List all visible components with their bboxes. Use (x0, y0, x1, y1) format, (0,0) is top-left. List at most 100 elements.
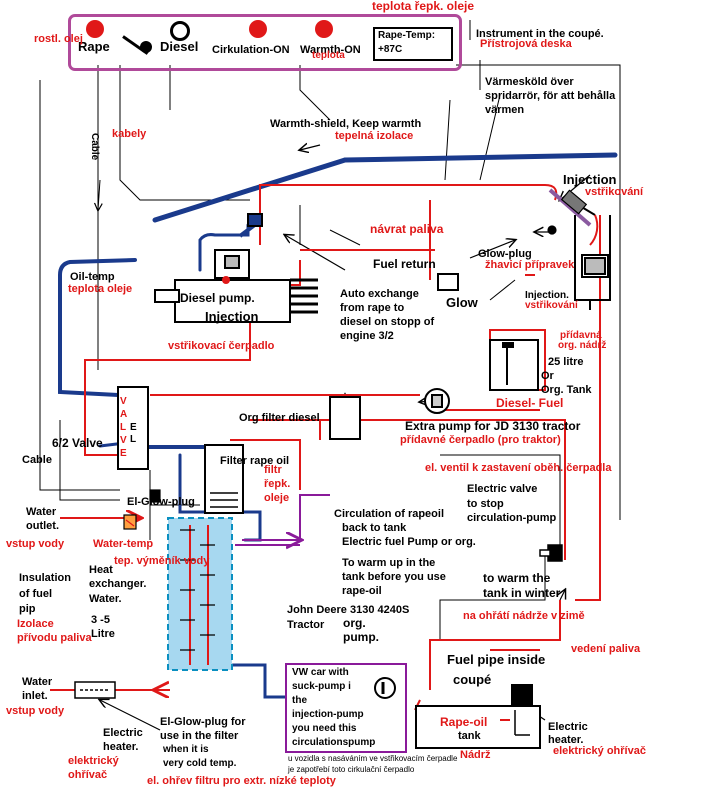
org-pump-line-2: pump. (343, 630, 379, 644)
filter-rape-label: Filter rape oil (220, 455, 290, 467)
valve-el-l: L (130, 434, 137, 445)
cable-left-label: Cable (22, 454, 52, 466)
pridavna-label-2: org. nádrž (558, 340, 607, 351)
feed-lines (58, 152, 618, 699)
varmeskold-line-1: Värmesköld över (485, 76, 574, 88)
extra-pump (424, 388, 450, 414)
el-glow-filter-line-2: use in the filter (160, 730, 239, 742)
water-outlet-line-1: Water (26, 506, 57, 518)
john-deere-line-1: John Deere 3130 4240S (287, 604, 410, 616)
switch-rape-label-cz: rostl. olej (34, 33, 83, 45)
varmeskold-line-2: spridarrör, för att behålla (485, 90, 616, 102)
valve-letter-l: L (120, 422, 127, 433)
el-glow-plug-label: El-Glow-plug (127, 496, 195, 508)
vw-line-1: VW car with (292, 667, 349, 678)
el-glow-filter-line-1: El-Glow-plug for (160, 716, 246, 728)
electric-valve-line-2: to stop (467, 498, 504, 510)
elektricky-line-1: elektrický (68, 755, 119, 767)
circulation-lamp-icon (249, 20, 267, 38)
izolace-line-2: přívodu paliva (17, 632, 92, 644)
oil-temp-label-cz2: teplota oleje (68, 283, 133, 295)
auto-exchange-line-3: diesel on stopp of (340, 316, 435, 328)
cable-lines (39, 20, 621, 640)
valve-letter-a: A (120, 409, 128, 420)
electric-heater-r-line-2: heater. (548, 734, 584, 746)
vstrikovaci-label: vstřikovací čerpadlo (168, 340, 275, 352)
warm-up-line-1: To warm up in the (342, 557, 436, 569)
switch-diesel-label: Diesel (160, 39, 199, 54)
water-outlet-line-2: outlet. (26, 520, 59, 532)
circulation-line-2: back to tank (342, 522, 407, 534)
el-ohrev-label: el. ohřev filtru pro extr. nízké teploty (147, 775, 336, 787)
heat-line-3: Water. (89, 593, 122, 605)
na-ohrati-label: na ohřátí nádrže v zimě (463, 610, 585, 622)
rape-filter (204, 444, 244, 514)
glow-plug-filter (149, 489, 161, 503)
electric-heater-left (74, 681, 116, 699)
injection-small-label-cz: vstřikování (525, 300, 578, 311)
rape-lamp-icon (86, 20, 104, 38)
panel-title-cz: Přístrojová deska (480, 38, 572, 50)
rape-temp-display (373, 27, 453, 61)
el-ventil-label: el. ventil k zastavení oběh. čerpadla (425, 462, 612, 474)
vw-line-5: you need this (292, 723, 357, 734)
liter-25-label: 25 litre (548, 356, 584, 368)
litre-line-2: Litre (91, 628, 115, 640)
warm-up-line-3: rape-oil (342, 585, 382, 597)
vw-line-6: circulationspump (292, 737, 376, 748)
tep-vymenik-label: tep. výměník vody (114, 555, 210, 567)
valve-62 (117, 386, 149, 470)
cable-vertical-label: Cable (89, 133, 100, 161)
warmth-shield-label-cz: tepelná izolace (335, 130, 414, 142)
water-inlet-line-2: inlet. (22, 690, 48, 702)
diesel-pump (154, 213, 318, 323)
rape-temp-value: +87C (378, 44, 403, 55)
electric-valve (539, 544, 563, 562)
vw-line-4: injection-pump (292, 709, 364, 720)
warm-up-line-2: tank before you use (342, 571, 446, 583)
filtr-label-3: oleje (264, 492, 290, 504)
john-deere-line-2: Tractor (287, 619, 325, 631)
auto-exchange-line-4: engine 3/2 (340, 330, 394, 342)
injection-label: Injection (563, 172, 617, 187)
rape-oil-tank-line-2: tank (458, 730, 481, 742)
filtr-label-1: filtr (264, 464, 282, 476)
selector-switch-knob[interactable] (140, 41, 152, 53)
warmth-lamp-icon (315, 20, 333, 38)
insulation-line-3: pip (19, 603, 36, 615)
panel-title: Instrument in the coupé. (476, 28, 604, 40)
oil-temp-label: Oil-temp (70, 271, 115, 283)
injection-nozzle (547, 189, 588, 235)
electric-heater-r-line-1: Electric (548, 721, 588, 733)
oil-temp-label-cz: teplota řepk. oleje (372, 0, 475, 13)
rape-oil-tank (415, 684, 541, 749)
cable-label-cz: kabely (112, 128, 147, 140)
el-glow-filter-line-4: very cold temp. (163, 758, 237, 769)
pridavna-label-1: přídavná (560, 330, 602, 341)
injection-label-cz: vstřikování (585, 186, 644, 198)
litre-line-1: 3 -5 (91, 614, 110, 626)
electric-valve-line-3: circulation-pump (467, 512, 557, 524)
org-tank-label: Org. Tank (541, 384, 592, 396)
water-temp-label: Water-temp (93, 538, 154, 550)
return-lines (235, 494, 330, 545)
diesel-tank (489, 339, 539, 391)
warmth-label: Warmth-ON (300, 44, 361, 56)
valve-el-e: E (130, 422, 137, 433)
electric-heater-line-2: heater. (103, 741, 139, 753)
diesel-pump-label: Diesel pump. (180, 291, 255, 305)
vstup-vody-label: vstup vody (6, 538, 65, 550)
org-filter-label: Org filter diesel (239, 412, 320, 424)
auto-exchange-line-1: Auto exchange (340, 288, 419, 300)
heat-line-2: exchanger. (89, 578, 147, 590)
fuel-return-label: Fuel return (373, 257, 436, 271)
valve-letter-v2: V (120, 435, 127, 446)
glow-label: Glow (446, 295, 478, 310)
el-glow-filter-line-3: when it is (163, 744, 209, 755)
insulation-line-2: of fuel (19, 588, 52, 600)
diesel-injection-label: Injection (205, 309, 259, 324)
warmth-shield-label: Warmth-shield, Keep warmth (270, 118, 422, 130)
varmeskold-line-3: värmen (485, 104, 525, 116)
extra-pump-label-cz: přídavné čerpadlo (pro traktor) (400, 434, 561, 446)
